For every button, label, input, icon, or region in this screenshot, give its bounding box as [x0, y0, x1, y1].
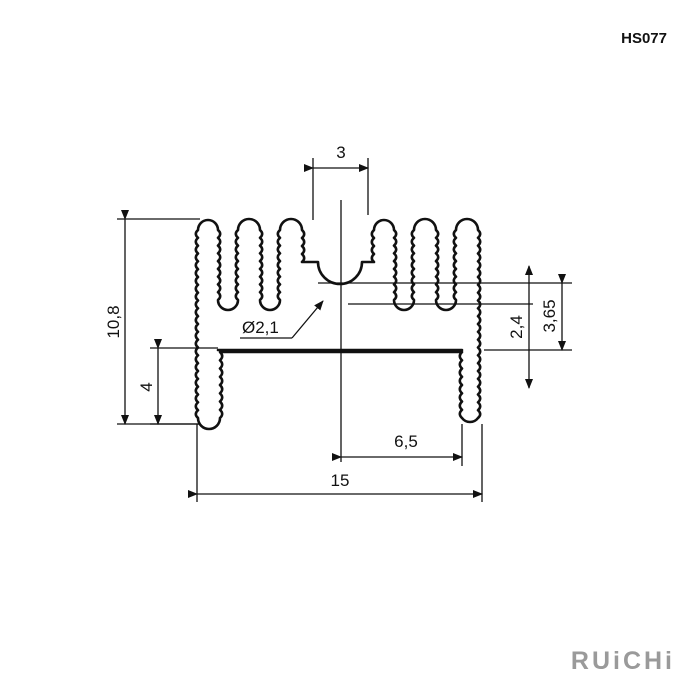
dimension-half-width: 6,5 [332, 424, 463, 466]
dim-label-overall-width: 15 [331, 471, 350, 490]
dimension-overall-width: 15 [188, 424, 483, 502]
dim-label-hole-diameter: Ø2,1 [242, 318, 279, 337]
brand-logo: RUiCHi [570, 647, 675, 675]
dim-label-top-width: 3 [336, 143, 345, 162]
dimension-top-width: 3 [304, 143, 369, 220]
product-code: HS077 [621, 30, 667, 47]
profile-outline [194, 217, 482, 431]
dim-label-overall-height: 10,8 [104, 305, 123, 338]
heatsink-profile [194, 217, 482, 431]
dimension-leg-height: 4 [137, 339, 218, 425]
dim-label-half-width: 6,5 [394, 432, 418, 451]
dim-label-offset-large: 3,65 [540, 299, 559, 332]
dim-label-offset-small: 2,4 [507, 315, 526, 339]
dimension-overall-height: 10,8 [104, 210, 200, 425]
dimension-hole-diameter: Ø2,1 [240, 300, 324, 339]
dim-label-leg-height: 4 [137, 382, 156, 391]
dimension-right-offsets: 2,4 3,65 [318, 265, 572, 389]
